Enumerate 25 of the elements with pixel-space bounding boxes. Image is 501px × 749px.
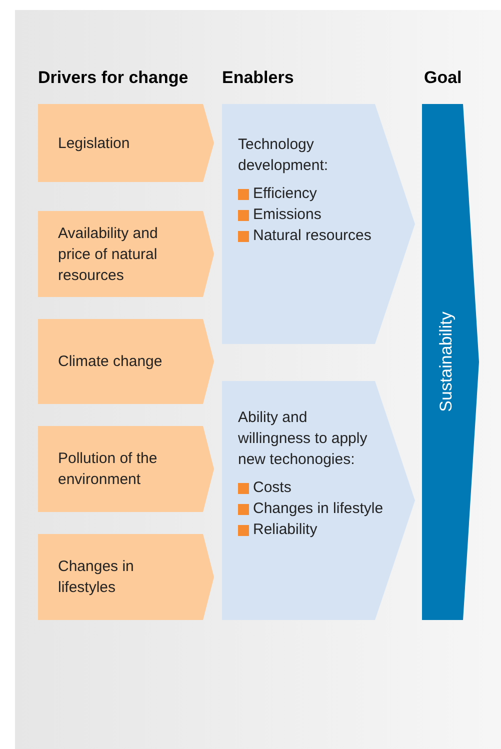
column-heading: Drivers for change	[38, 67, 188, 89]
driver-panel	[38, 104, 214, 182]
driver-text: Climate change	[58, 352, 162, 372]
goal-banner	[422, 104, 479, 620]
enabler-panel	[222, 104, 415, 344]
driver-panel	[38, 534, 214, 620]
enabler-heading: Ability and willingness to apply new techonogies:	[238, 408, 368, 470]
bullet-text: Efficiency	[253, 184, 317, 204]
column-heading: Goal	[424, 67, 462, 89]
bullet-text: Natural resources	[253, 226, 372, 246]
goal-text: Sustainability	[436, 312, 457, 412]
bullet-text: Changes in lifestyle	[253, 499, 384, 520]
driver-text: Pollution of the environment	[58, 449, 158, 490]
driver-panel	[38, 211, 214, 297]
driver-text: Changes in lifestyles	[58, 557, 135, 598]
driver-panel	[38, 426, 214, 512]
bullet-text: Costs	[253, 478, 292, 498]
bullet-text: Reliability	[253, 520, 318, 540]
driver-panel	[38, 319, 214, 404]
driver-text: Legislation	[58, 134, 130, 154]
column-heading: Enablers	[222, 67, 294, 89]
driver-text: Availability and price of natural resources	[58, 224, 159, 286]
bullet-text: Emissions	[253, 205, 322, 226]
enabler-heading: Technology development:	[238, 135, 330, 176]
enabler-panel	[222, 381, 415, 620]
